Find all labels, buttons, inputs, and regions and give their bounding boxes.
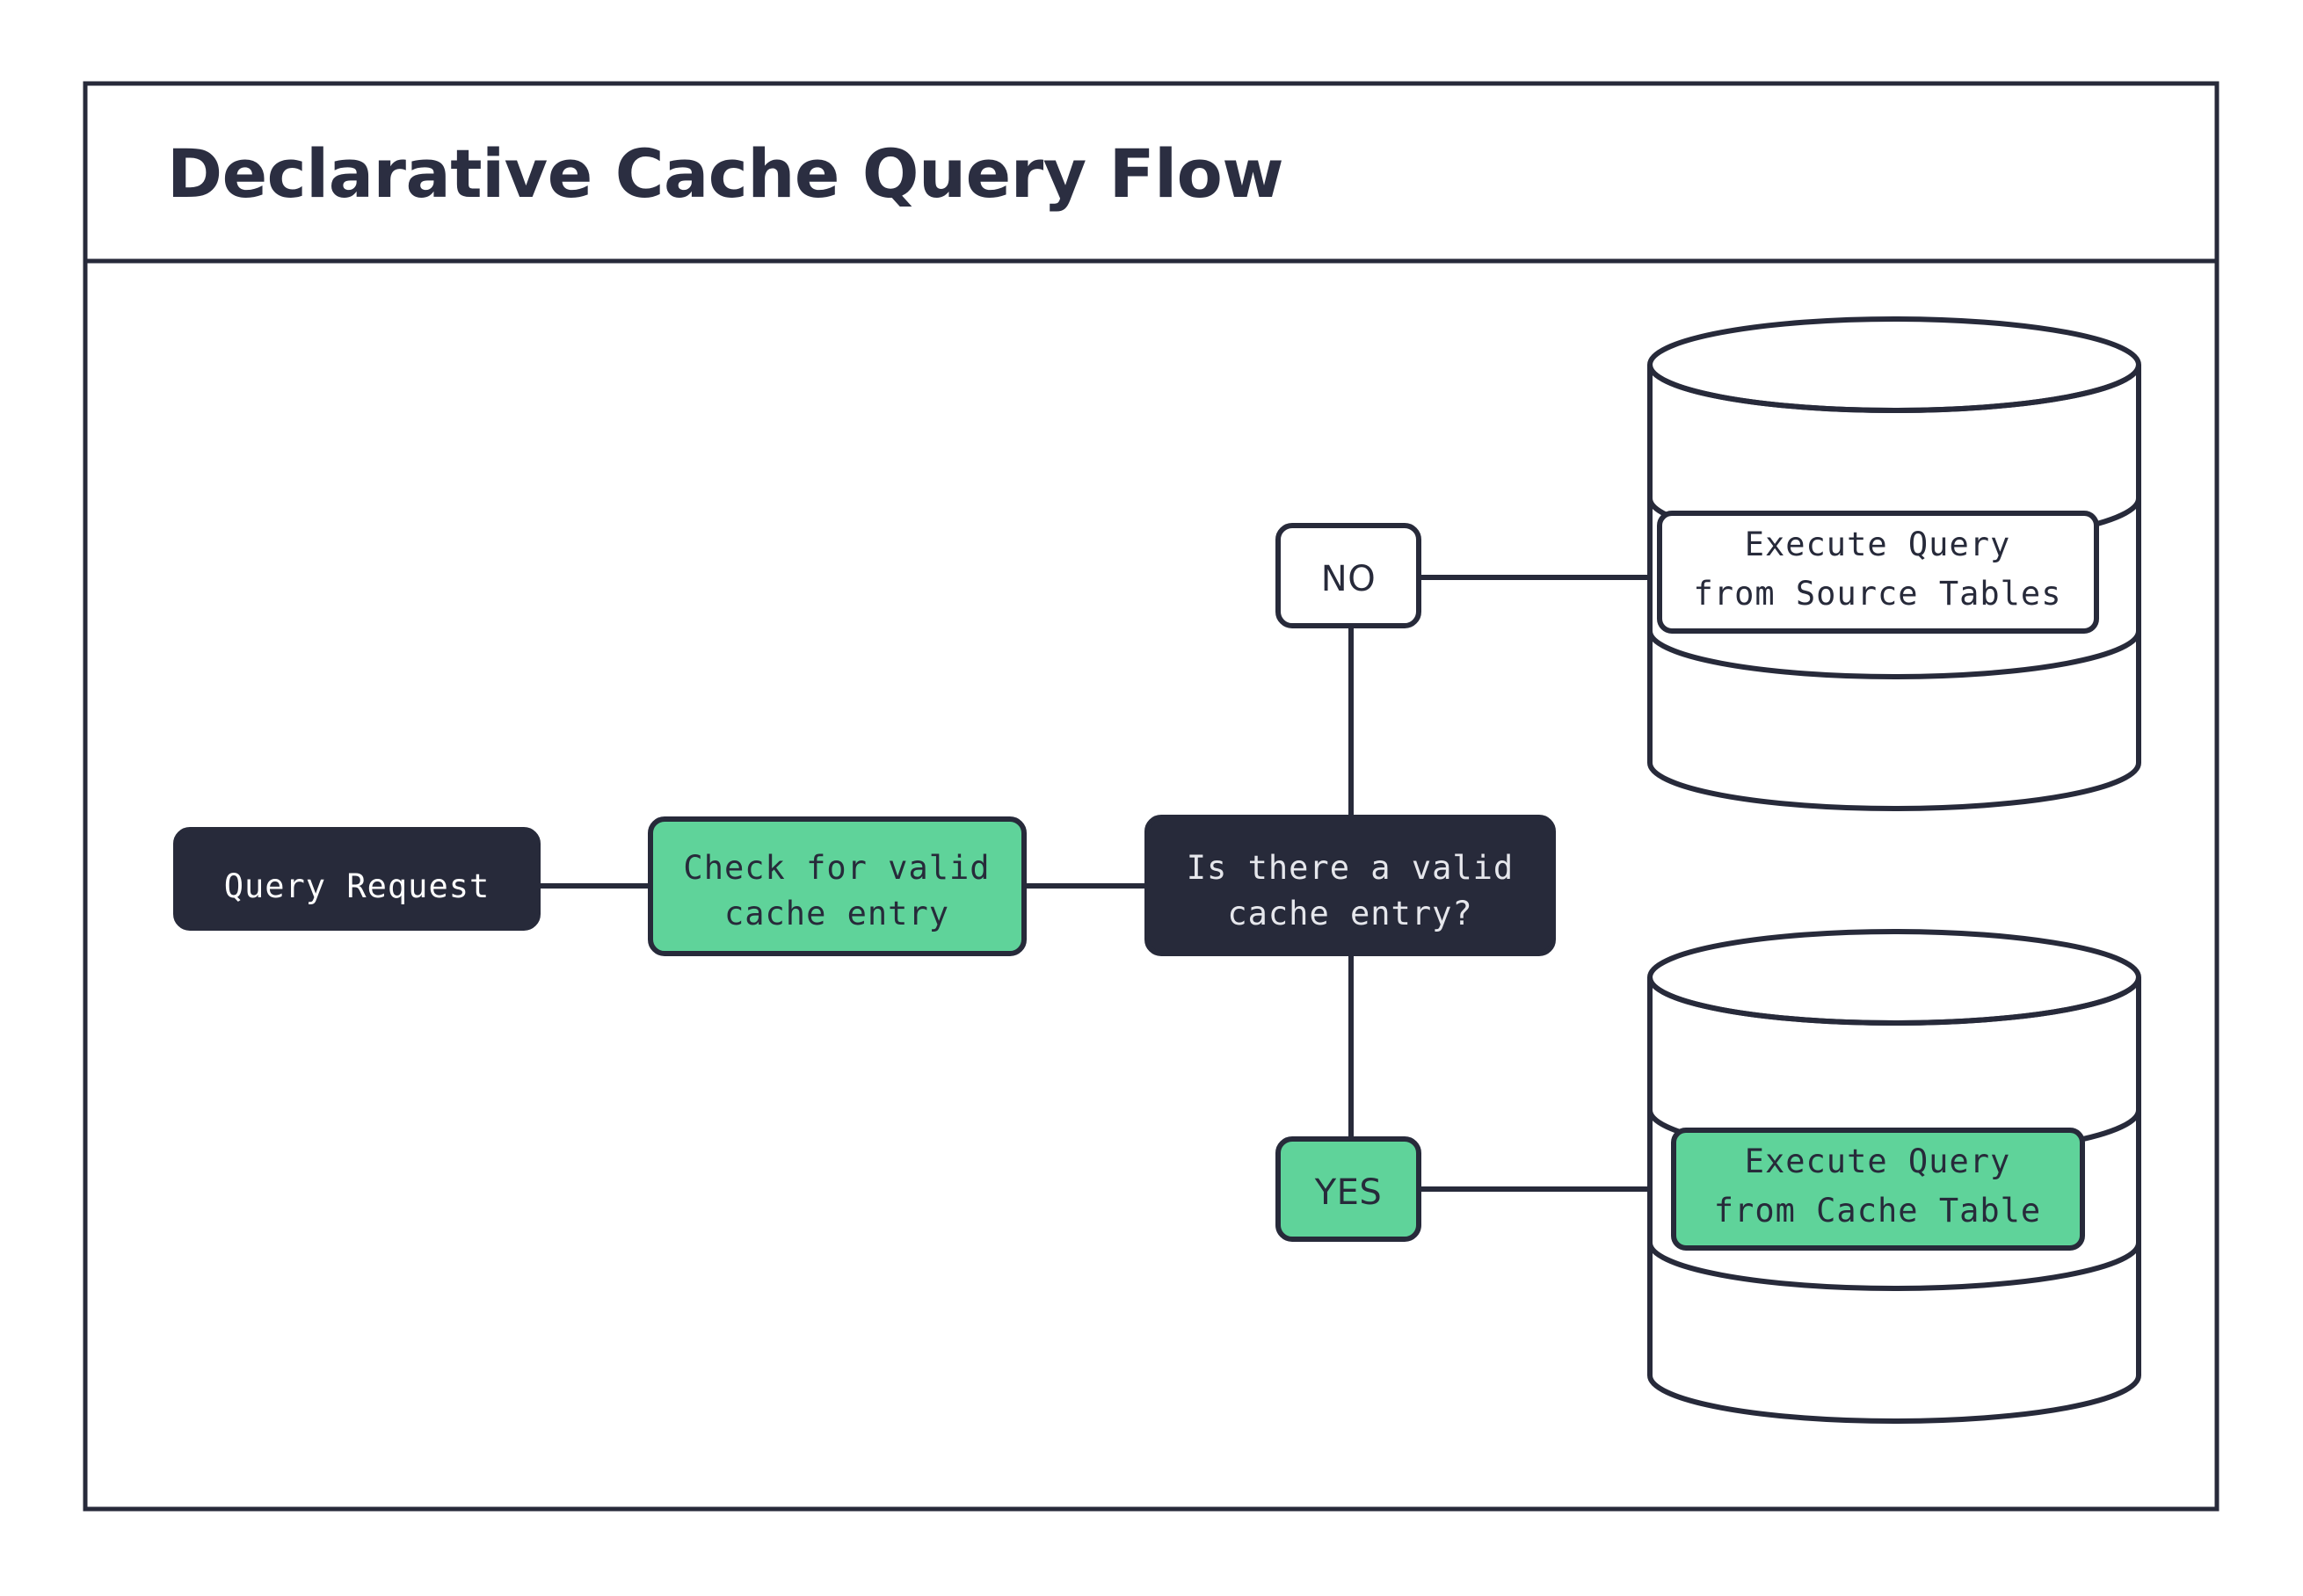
source-tables-label-line1: Execute Query (1745, 526, 2011, 563)
query-request-box[interactable] (173, 827, 541, 931)
cache-table-cylinder[interactable]: Execute Query from Cache Table (1647, 929, 2141, 1424)
yes-label-text: YES (1314, 1172, 1383, 1213)
yes-label-box[interactable] (1275, 1136, 1421, 1242)
node-query-request[interactable]: Query Request (173, 827, 541, 931)
query-request-label: Query Request (224, 867, 490, 905)
cylinder-disc-arc-3 (1647, 1242, 2141, 1291)
source-tables-label-line2: from Source Tables (1694, 575, 2062, 613)
source-tables-cylinder[interactable]: Execute Query from Source Tables (1647, 316, 2141, 811)
node-check-cache[interactable]: Check for valid cache entry (648, 816, 1027, 956)
cylinder-disc-arc-1 (1647, 364, 2141, 413)
cylinder-bottom-arc (1647, 1375, 2141, 1424)
decision-label-line1: Is there a valid (1187, 849, 1514, 887)
page-title: Declarative Cache Query Flow (167, 134, 1283, 213)
no-label-text: NO (1321, 559, 1376, 599)
cache-table-label-box[interactable] (1671, 1128, 2085, 1251)
branch-label-yes[interactable]: YES (1275, 1136, 1421, 1242)
cylinder-disc-arc-3 (1647, 630, 2141, 679)
check-cache-label-line1: Check for valid (683, 849, 990, 887)
decision-label-line2: cache entry? (1227, 895, 1472, 932)
no-label-box[interactable] (1275, 523, 1421, 628)
branch-label-no[interactable]: NO (1275, 523, 1421, 628)
check-cache-box[interactable] (648, 816, 1027, 956)
cache-table-label-line1: Execute Query (1745, 1143, 2011, 1180)
cache-table-label-line2: from Cache Table (1714, 1192, 2041, 1230)
check-cache-label-line2: cache entry (724, 895, 949, 932)
decision-box[interactable] (1144, 815, 1556, 956)
node-decision-valid-cache[interactable]: Is there a valid cache entry? (1144, 815, 1556, 956)
cylinder-bottom-arc (1647, 762, 2141, 811)
source-tables-label-box[interactable] (1657, 511, 2099, 634)
cylinder-disc-arc-1 (1647, 976, 2141, 1026)
